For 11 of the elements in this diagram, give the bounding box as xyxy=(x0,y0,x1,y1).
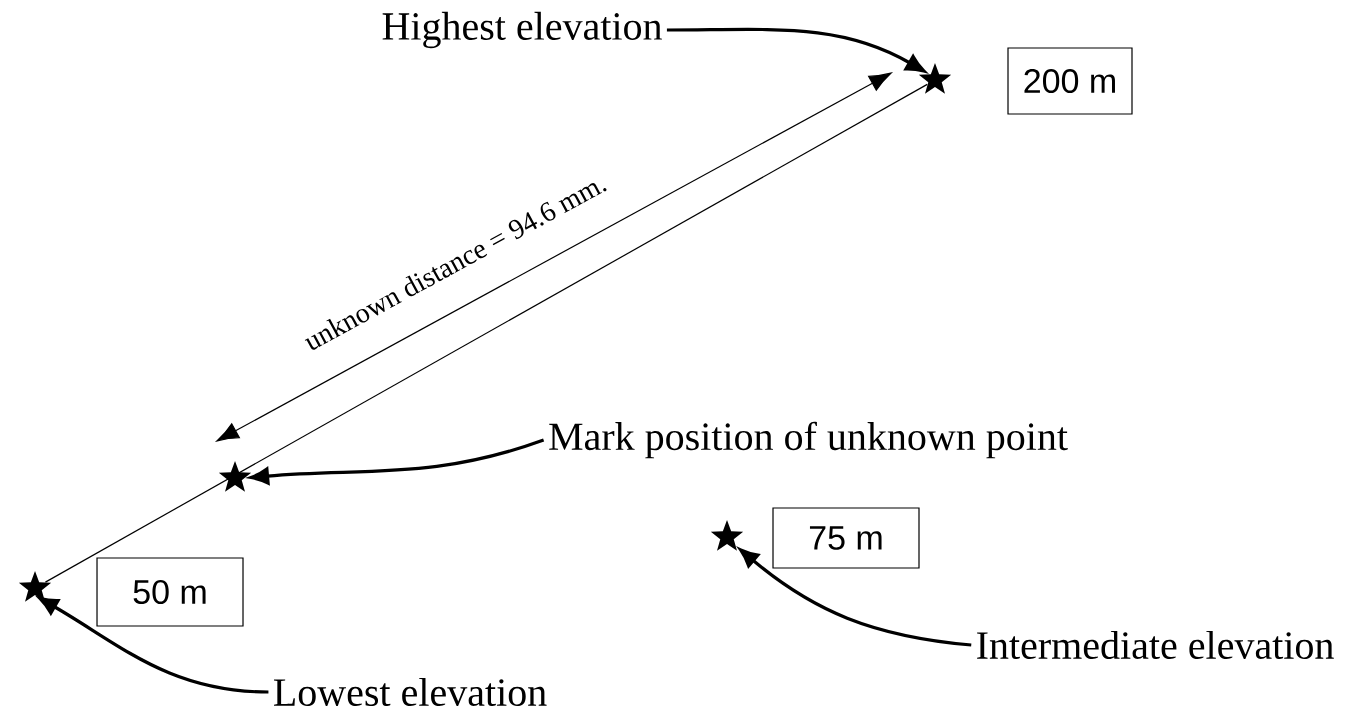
callout-text: Intermediate elevation xyxy=(977,630,1334,660)
elevation-box: 200 m xyxy=(1007,47,1133,115)
callout-text: Lowest elevation xyxy=(274,677,547,707)
elevation-box: 50 m xyxy=(96,557,244,627)
star-symbol xyxy=(710,520,744,551)
callout-text: Highest elevation xyxy=(382,11,662,49)
star-symbol xyxy=(18,571,52,602)
callout-text: Mark position of unknown point xyxy=(549,421,1068,459)
star-symbol xyxy=(918,63,952,94)
leader-arrow xyxy=(38,596,269,694)
connector-line xyxy=(44,83,928,583)
